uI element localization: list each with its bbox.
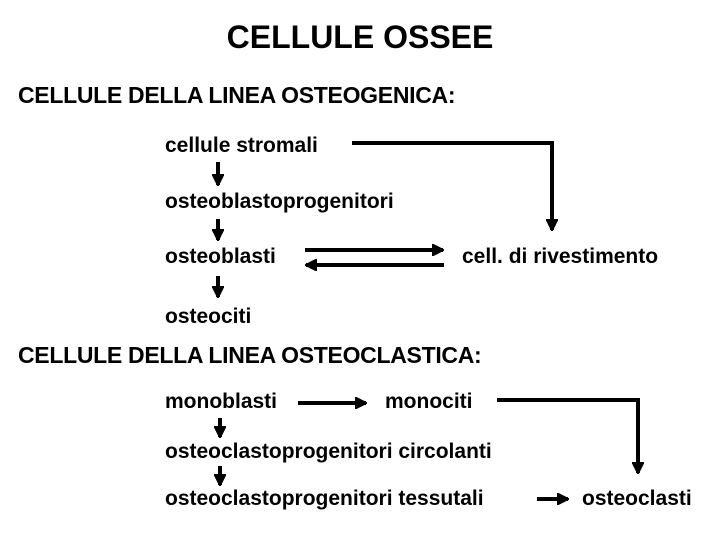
node-osteociti: osteociti <box>165 305 252 328</box>
node-osteoclasti: osteoclasti <box>582 487 692 510</box>
node-osteoclastoprogenitori-tessutali: osteoclastoprogenitori tessutali <box>165 487 484 510</box>
node-osteoblasti: osteoblasti <box>165 245 276 268</box>
node-monoblasti: monoblasti <box>165 390 278 413</box>
section-heading-osteogenic: CELLULE DELLA LINEA OSTEOGENICA: <box>18 82 456 108</box>
node-cellule-stromali: cellule stromali <box>165 134 318 157</box>
arrow-elbow-stromali-to-rivestimento-icon <box>352 141 552 230</box>
node-monociti: monociti <box>385 390 473 413</box>
node-cell-di-rivestimento: cell. di rivestimento <box>462 245 659 268</box>
node-osteoclastoprogenitori-circolanti: osteoclastoprogenitori circolanti <box>165 440 492 463</box>
section-heading-osteoclastic: CELLULE DELLA LINEA OSTEOCLASTICA: <box>18 342 482 368</box>
arrow-elbow-monociti-to-osteoclasti-icon <box>497 398 638 473</box>
node-osteoblastoprogenitori: osteoblastoprogenitori <box>165 190 394 213</box>
slide-title: CELLULE OSSEE <box>226 19 494 55</box>
